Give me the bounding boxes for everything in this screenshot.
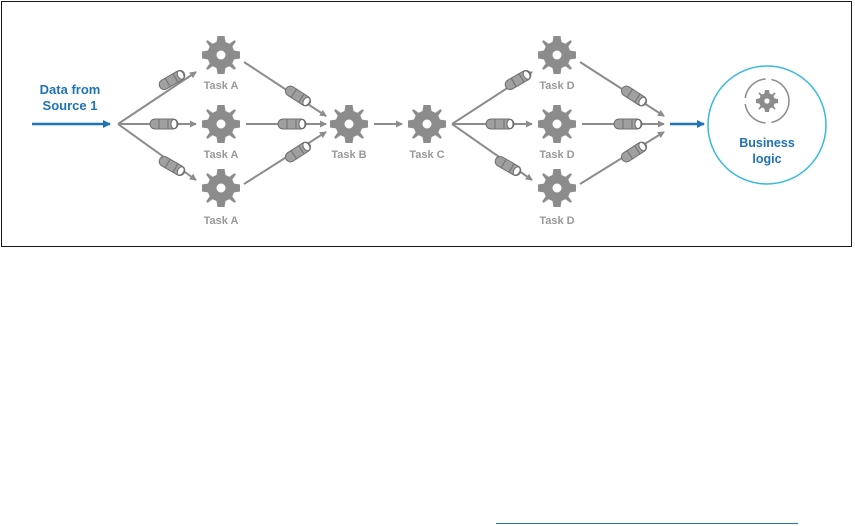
task-d-bot-gear-icon (538, 169, 576, 207)
task-c-gear-icon (408, 105, 446, 143)
queue-pipe (485, 118, 515, 130)
task-c-label: Task C (409, 149, 444, 161)
dataflow-diagram: Data from Source 1 Task A Task A Task A … (32, 36, 827, 227)
task-d-top-gear-icon (538, 36, 576, 74)
business-label-line2: logic (752, 152, 781, 166)
flow-arrow (117, 71, 197, 125)
flow-arrow (243, 131, 327, 185)
task-a-bot-gear-icon (202, 169, 240, 207)
task-d-top-label: Task D (539, 80, 574, 92)
task-d-mid-gear-icon (538, 105, 576, 143)
flow-arrow (243, 61, 327, 117)
task-d-mid-label: Task D (539, 149, 574, 161)
business-label-line1: Business (739, 136, 795, 150)
task-a-top-gear-icon (202, 36, 240, 74)
diagram-frame (1, 1, 852, 247)
business-gear-icon (755, 89, 779, 113)
task-a-mid-gear-icon (202, 105, 240, 143)
bottom-divider (496, 523, 798, 524)
task-d-bot-label: Task D (539, 215, 574, 227)
task-a-mid-label: Task A (204, 149, 239, 161)
queue-pipe (619, 83, 649, 109)
task-b-label: Task B (331, 149, 366, 161)
queue-pipe (492, 154, 524, 178)
queue-pipe (502, 68, 534, 92)
business-logic-node: Business logic (707, 65, 827, 185)
queue-pipe (619, 139, 649, 165)
queue-pipe (277, 118, 307, 130)
queue-pipe (149, 118, 179, 130)
task-b-gear-icon (330, 105, 368, 143)
queue-pipe (283, 83, 313, 109)
task-a-bot-label: Task A (204, 215, 239, 227)
task-a-top-label: Task A (204, 80, 239, 92)
source-label-line2: Source 1 (43, 98, 98, 113)
source-label-line1: Data from (40, 82, 101, 97)
queue-pipe (156, 154, 188, 178)
queue-pipe (613, 118, 643, 130)
queue-pipe (283, 139, 313, 165)
